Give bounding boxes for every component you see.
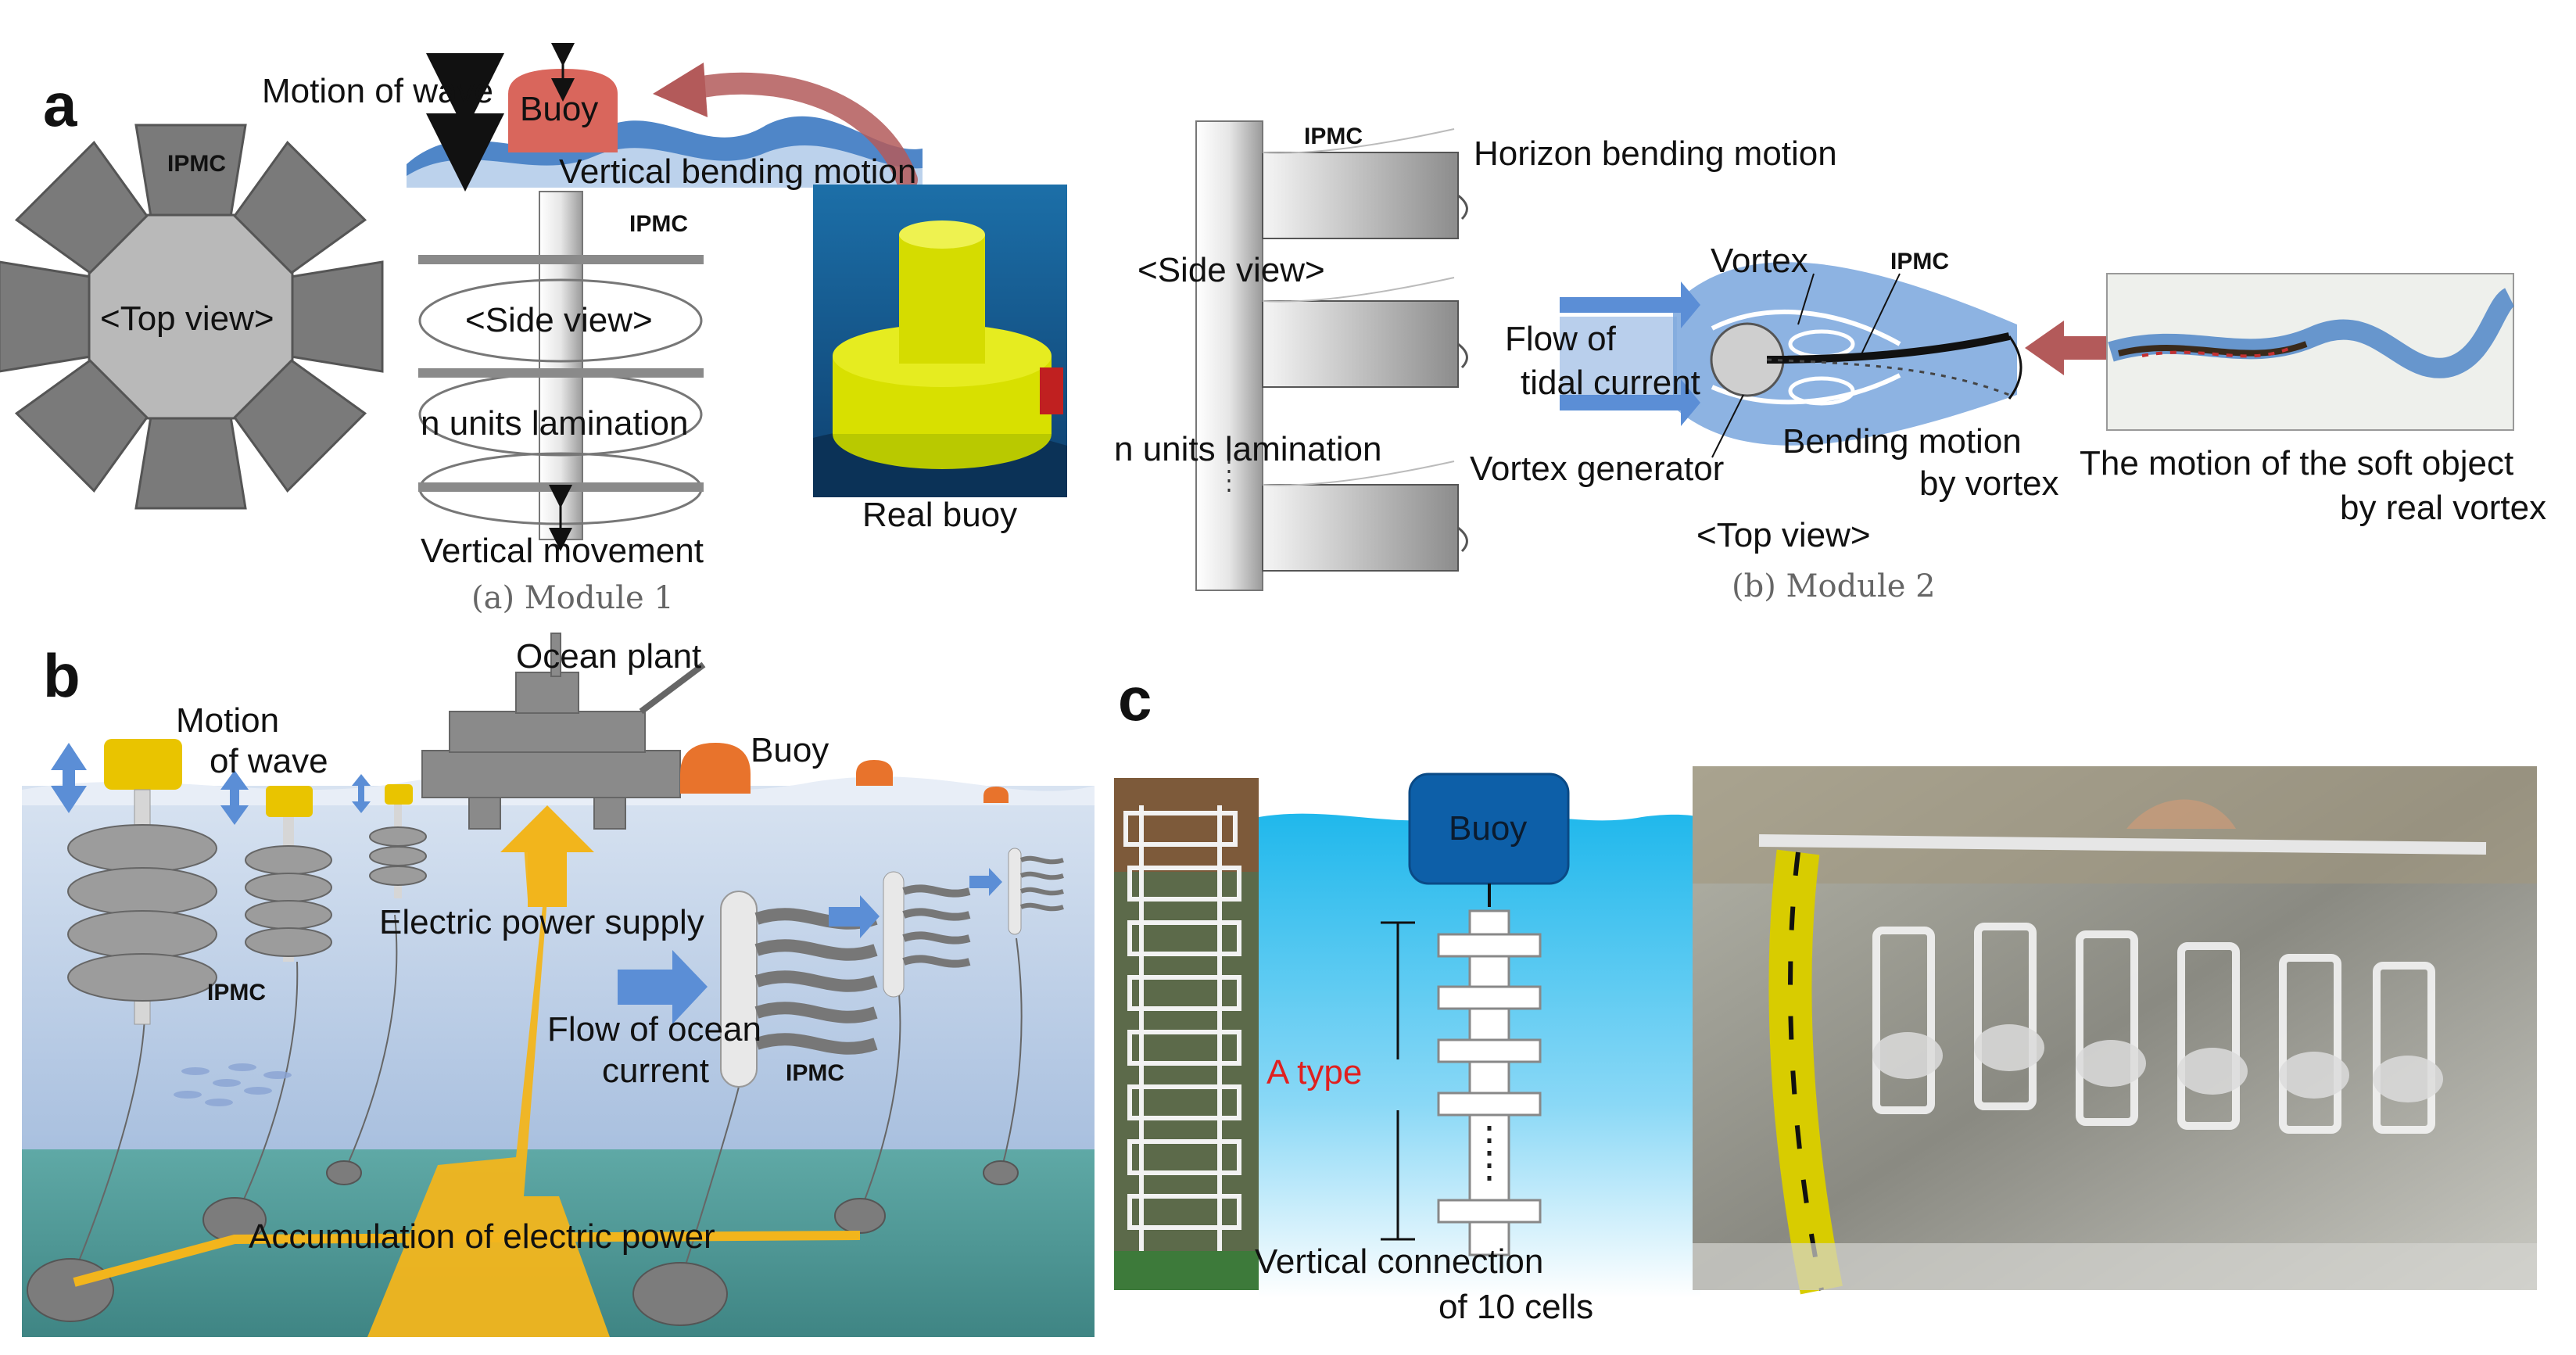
ipmc-top-label: IPMC <box>167 151 226 177</box>
soft-object-photo <box>2106 273 2516 431</box>
top-view-star <box>0 124 384 510</box>
soft-object-label-line1: The motion of the soft object <box>2080 444 2514 482</box>
ipmc-side-label: IPMC <box>629 211 688 237</box>
module1-caption: (a) Module 1 <box>471 580 674 616</box>
bending-motion-label: Bending motion <box>1782 422 2022 461</box>
n-units-lamination-label: n units lamination <box>421 404 689 443</box>
wave-with-buoy <box>407 43 923 192</box>
flow-of-ocean-label-line1: Flow of ocean <box>547 1010 761 1049</box>
soft-object-label-line2: by real vortex <box>2340 489 2547 527</box>
panel-b-scene <box>22 633 1095 1337</box>
panel-label-b: b <box>43 641 81 710</box>
ocean-plant-label: Ocean plant <box>516 637 702 676</box>
module2-n-units-lamination-label: n units lamination <box>1114 430 1382 468</box>
motion-of-wave-label: Motion of wave <box>262 72 493 110</box>
by-vortex-label: by vortex <box>1919 464 2059 503</box>
b-motion-label-line1: Motion <box>176 701 280 740</box>
accumulation-label: Accumulation of electric power <box>249 1217 715 1256</box>
vertical-movement-label: Vertical movement <box>421 532 704 570</box>
a-type-label: A type <box>1267 1053 1363 1092</box>
top-view-label: <Top view> <box>100 299 274 338</box>
vortex-label: Vortex <box>1711 242 1808 280</box>
vertical-connection-label-line1: Vertical connection <box>1255 1242 1544 1281</box>
b-buoy-label: Buoy <box>751 731 829 769</box>
panel-label-a: a <box>43 70 77 139</box>
tidal-current-label: tidal current <box>1521 364 1700 402</box>
module2-side-view-label: <Side view> <box>1138 251 1325 289</box>
module2-ipmc-side-label: IPMC <box>1304 124 1363 149</box>
side-view-label: <Side view> <box>465 301 653 339</box>
flow-of-label: Flow of <box>1505 320 1616 358</box>
b-ipmc-right-label: IPMC <box>786 1060 844 1086</box>
module2-top-view-label: <Top view> <box>1696 516 1871 554</box>
module2-ipmc-top-label: IPMC <box>1890 249 1949 274</box>
module2-caption: (b) Module 2 <box>1732 568 1936 604</box>
panel-label-c: c <box>1118 665 1152 733</box>
panel-c-right-photo <box>1693 766 2537 1295</box>
panel-c-left-photo <box>1114 778 1259 1290</box>
flow-of-ocean-label-line2: current <box>602 1052 709 1090</box>
panel-c-diagram <box>1259 772 1700 1298</box>
electric-power-supply-label: Electric power supply <box>379 903 704 941</box>
module1-side-view <box>418 191 704 551</box>
horizon-bending-motion-label: Horizon bending motion <box>1474 134 1837 173</box>
b-motion-label-line2: of wave <box>210 742 328 780</box>
module2-side-view <box>1195 120 1468 591</box>
b-ipmc-left-label: IPMC <box>207 980 266 1005</box>
vortex-generator-label: Vortex generator <box>1470 450 1725 488</box>
real-buoy-label: Real buoy <box>862 496 1018 534</box>
real-buoy-photo <box>813 185 1067 497</box>
vertical-connection-label-line2: of 10 cells <box>1438 1288 1594 1326</box>
buoy-label: Buoy <box>520 90 599 128</box>
c-buoy-label: Buoy <box>1449 809 1528 848</box>
module2-top-view <box>1560 262 2111 458</box>
vertical-bending-motion-label: Vertical bending motion <box>559 152 917 191</box>
